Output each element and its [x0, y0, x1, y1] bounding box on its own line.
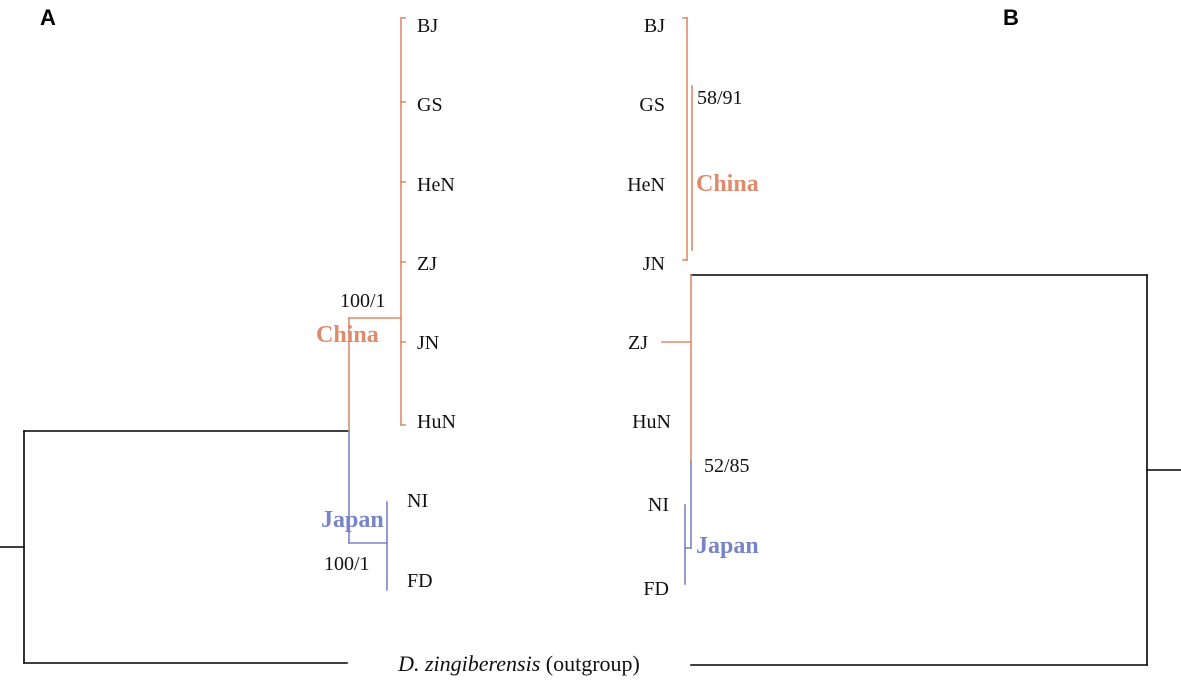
panel-label-b: B [1003, 5, 1019, 30]
tree-a-china-clade [348, 17, 406, 432]
tree-a-tip: BJ [417, 15, 438, 37]
panel-label-a: A [40, 5, 56, 30]
tree-a-tip: HuN [417, 411, 456, 433]
tree-b-tip: NI [648, 494, 669, 516]
tree-b: BJ GS HeN JN ZJ HuN NI FD 58/91 52/85 Ch… [627, 15, 1181, 666]
tree-a-tip: NI [407, 490, 428, 512]
tree-b-support-upper: 58/91 [697, 87, 743, 109]
tree-b-china-label: China [696, 171, 759, 197]
tree-a-tip: JN [417, 332, 439, 354]
tree-b-tip: GS [639, 94, 665, 116]
tree-a-japan-label: Japan [321, 507, 384, 533]
tree-a-tip: FD [407, 570, 433, 592]
tree-b-tip: ZJ [628, 332, 648, 354]
tree-b-japan-label: Japan [696, 533, 759, 559]
tree-b-china-clade [661, 17, 693, 463]
tree-b-tip: JN [643, 253, 665, 275]
outgroup-label: D. zingiberensis (outgroup) [397, 651, 640, 676]
tree-a-tip: GS [417, 94, 443, 116]
tree-a-japan-clade [348, 430, 388, 591]
tree-a-support-china: 100/1 [340, 290, 386, 312]
tree-a-tip: ZJ [417, 253, 437, 275]
tree-a-china-label: China [316, 322, 379, 348]
outgroup-species: D. zingiberensis [397, 651, 540, 676]
tree-a-tip: HeN [417, 174, 455, 196]
tree-a-support-japan: 100/1 [324, 553, 370, 575]
tree-b-tip: HuN [632, 411, 671, 433]
tree-a: BJ GS HeN ZJ JN HuN NI FD 100/1 100/1 Ch… [0, 15, 456, 664]
tree-b-tip: BJ [644, 15, 665, 37]
tree-b-japan-clade [684, 461, 692, 585]
tree-b-tip: HeN [627, 174, 665, 196]
outgroup-note: (outgroup) [540, 651, 640, 676]
tree-b-support-lower: 52/85 [704, 455, 750, 477]
tree-b-tip: FD [643, 578, 669, 600]
